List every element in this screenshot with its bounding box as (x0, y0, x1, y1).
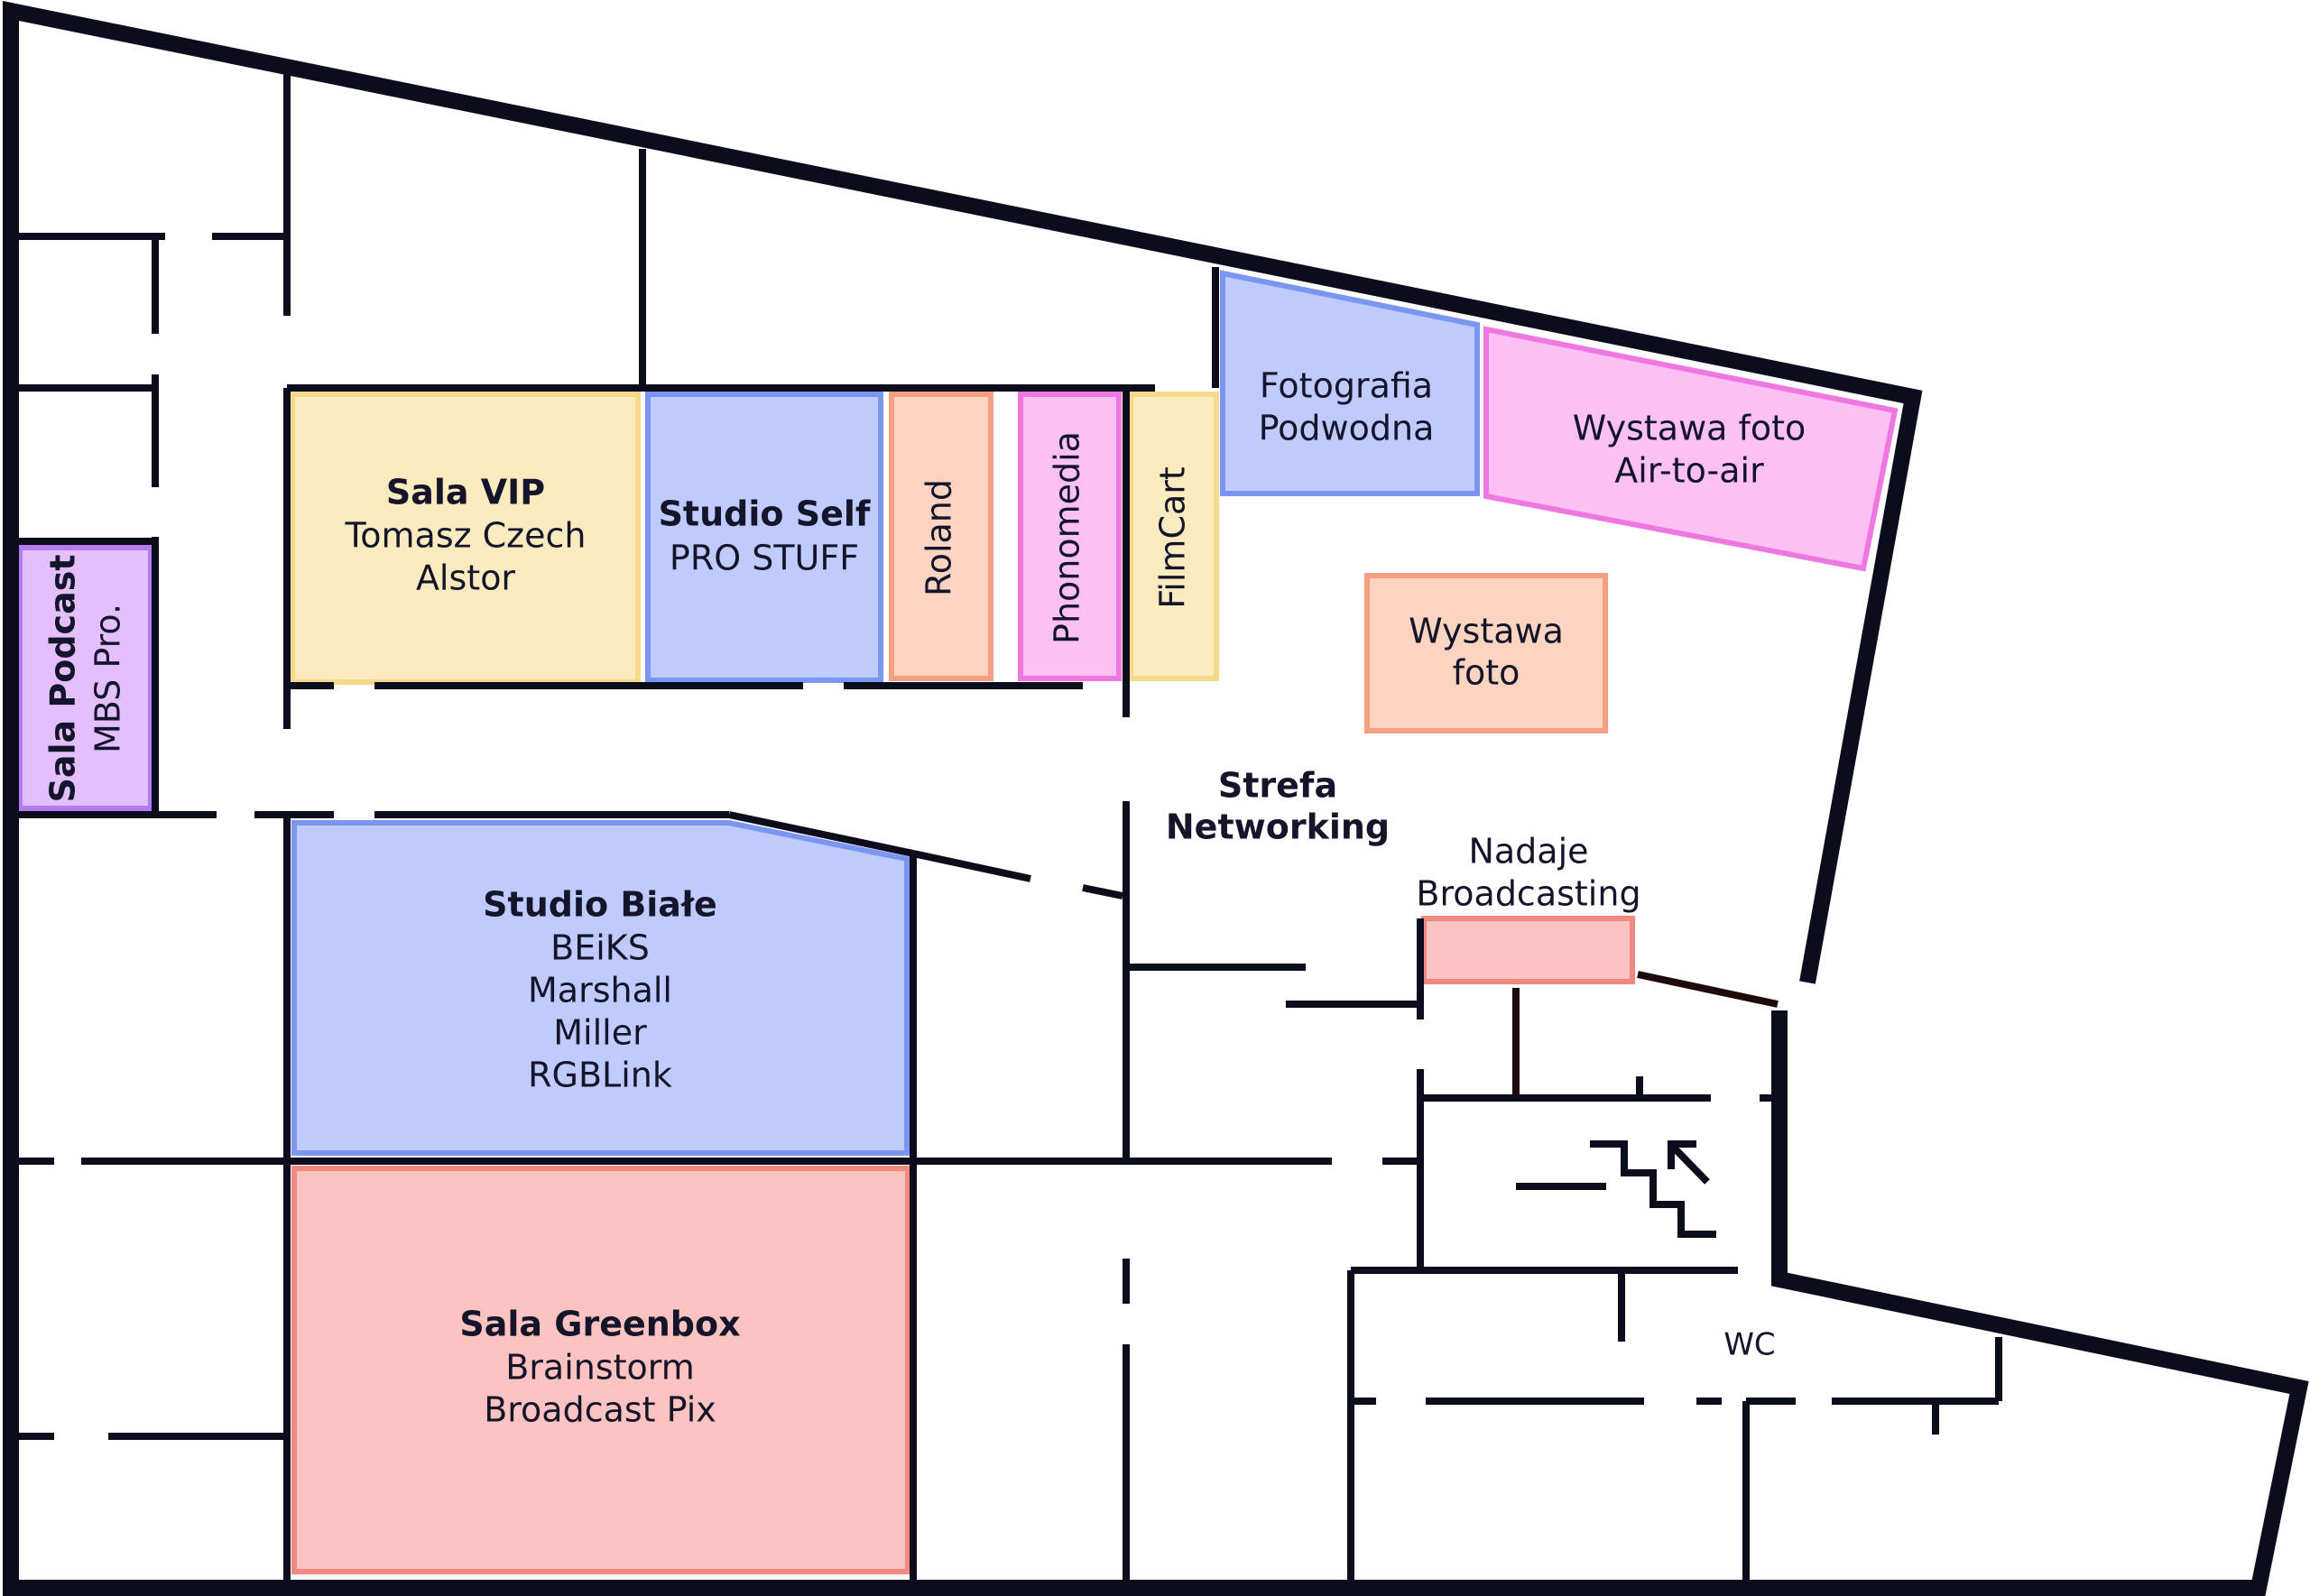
nadaje-line-1: Nadaje (1468, 832, 1588, 872)
room-studio-biale[interactable] (291, 820, 910, 1156)
sala-vip-title: Sala VIP (386, 473, 545, 512)
strefa-networking-line-2: Networking (1166, 807, 1390, 847)
room-nadaje-broadcasting[interactable] (1421, 916, 1635, 984)
wystawa-foto-line-1: Wystawa (1409, 612, 1564, 651)
room-studio-self[interactable] (645, 392, 883, 683)
sala-greenbox-title: Sala Greenbox (459, 1305, 740, 1344)
wystawa-foto-line-2: foto (1453, 653, 1520, 693)
room-sala-podcast[interactable] (17, 545, 153, 811)
sala-greenbox-line-1: Brainstorm (505, 1348, 695, 1388)
fotografia-podwodna-line-2: Podwodna (1259, 409, 1435, 448)
wystawa-air-line-2: Air-to-air (1614, 451, 1764, 491)
interior-walls (11, 74, 2002, 1588)
nadaje-line-2: Broadcasting (1416, 874, 1640, 914)
studio-biale-line-3: Miller (553, 1013, 647, 1053)
stairs-up-icon (1516, 1140, 1716, 1238)
studio-biale-line-4: RGBLink (528, 1056, 672, 1095)
sala-podcast-line-1: MBS Pro. (88, 604, 128, 753)
studio-biale-title: Studio Białe (483, 885, 717, 925)
studio-biale-line-2: Marshall (528, 971, 672, 1010)
sala-vip-line-2: Alstor (416, 558, 515, 598)
room-fotografia-podwodna[interactable] (1220, 270, 1480, 496)
strefa-networking-line-1: Strefa (1218, 766, 1337, 806)
sala-vip-line-1: Tomasz Czech (345, 516, 587, 556)
phonomedia-label: Phonomedia (1048, 431, 1087, 644)
room-sala-vip[interactable] (290, 392, 641, 685)
roland-label: Roland (919, 479, 959, 596)
room-filmcart[interactable] (1128, 392, 1219, 681)
wc-label: WC (1723, 1327, 1775, 1363)
room-wystawa-foto[interactable] (1364, 573, 1608, 733)
studio-biale-line-1: BEiKS (550, 928, 650, 968)
room-wystawa-air-to-air[interactable] (1483, 326, 1899, 572)
room-sala-greenbox[interactable] (291, 1166, 910, 1574)
sala-podcast-title: Sala Podcast (43, 554, 83, 802)
outer-wall (3, 0, 2309, 1596)
studio-self-title: Studio Self (659, 494, 871, 534)
studio-self-line-1: PRO STUFF (670, 539, 859, 578)
sala-greenbox-line-2: Broadcast Pix (484, 1390, 716, 1430)
fotografia-podwodna-line-1: Fotografia (1260, 366, 1433, 406)
filmcart-label: FilmCart (1153, 466, 1193, 609)
room-labels: Sala VIP Tomasz Czech Alstor Studio Self… (43, 366, 1806, 1430)
room-roland[interactable] (889, 392, 993, 681)
room-phonomedia[interactable] (1018, 392, 1122, 681)
wystawa-air-line-1: Wystawa foto (1573, 409, 1806, 448)
